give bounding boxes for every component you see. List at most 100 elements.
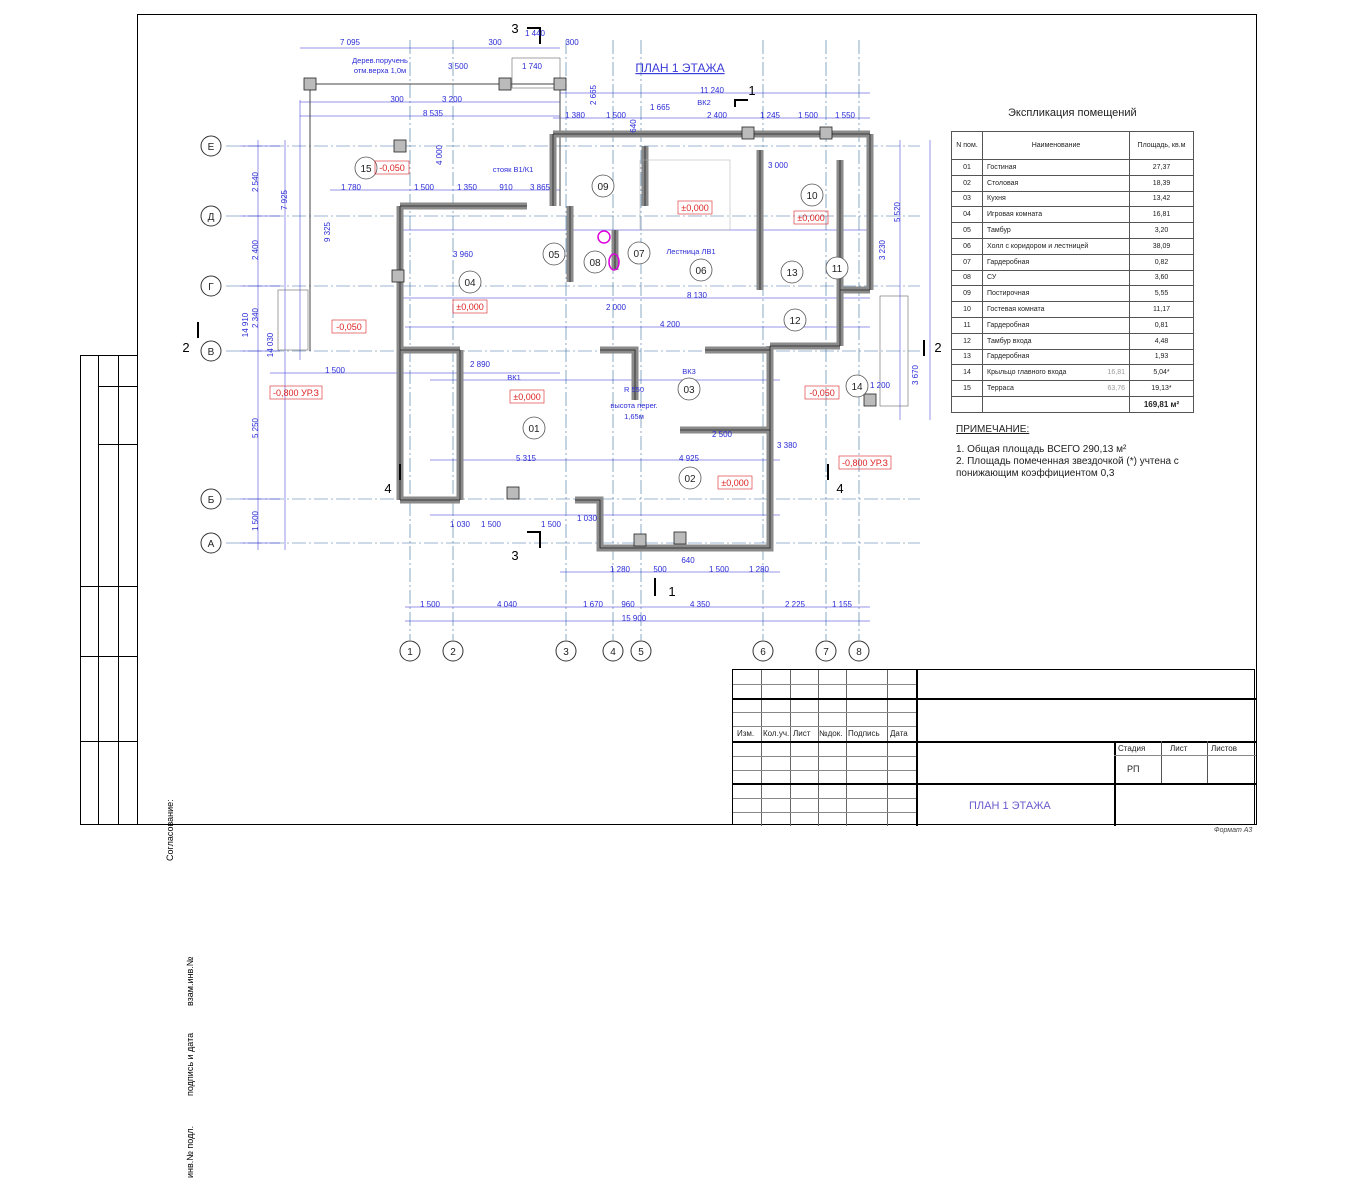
divider: [733, 712, 916, 713]
dimension-label: 1 155: [832, 600, 853, 609]
dimension-label: 1 500: [414, 183, 435, 192]
explication-table: N пом. Наименование Площадь, кв.м 01 Гос…: [951, 131, 1194, 413]
level-box: [717, 475, 753, 490]
divider: [1161, 741, 1162, 783]
annotation: стояк В1/К1: [493, 165, 534, 174]
annotation: Дерев.поручень: [352, 56, 408, 65]
table-row: 05 Тамбур 3,20: [951, 222, 1194, 239]
column: [498, 77, 512, 91]
dimension-label: 7 925: [280, 189, 289, 210]
axis-label: В: [208, 347, 215, 358]
dimension-label: 640: [629, 119, 638, 133]
table-row: 07 Гардеробная 0,82: [951, 253, 1194, 271]
room-area: 27,37: [1129, 159, 1194, 176]
level-mark: ±0,000: [513, 392, 540, 402]
title-block: Изм. Кол.уч. Лист №док. Подпись Дата Ста…: [732, 669, 1256, 826]
room-number: 13: [786, 268, 798, 279]
room-number: 07: [633, 249, 645, 260]
room-num: 07: [951, 253, 983, 271]
axis-label: 5: [638, 647, 644, 658]
divider: [733, 770, 916, 771]
level-box: [793, 210, 829, 225]
column: [863, 393, 877, 407]
room-area: 3,20: [1129, 222, 1194, 239]
room-area: 16,81: [1129, 206, 1194, 224]
tb-col-ndok: №док.: [819, 729, 843, 738]
room-name: Тамбур входа: [982, 332, 1130, 350]
divider: [733, 726, 916, 727]
room-area: 5,55: [1129, 285, 1194, 303]
axis-label: Е: [208, 142, 215, 153]
level-box: [374, 160, 410, 175]
dimension-label: 2 000: [606, 303, 627, 312]
room-num: 09: [951, 285, 983, 303]
column: [819, 126, 833, 140]
dimension-label: 2 340: [251, 307, 260, 328]
table-row: 09 Постирочная 5,55: [951, 285, 1194, 303]
column: [391, 269, 405, 283]
room-bubble: [845, 374, 869, 398]
room-area: 19,13*: [1129, 380, 1194, 397]
note-1: 1. Общая площадь ВСЕГО 290,13 м²: [956, 444, 1127, 455]
dimension-label: 3 000: [768, 161, 789, 170]
room-name: Гостевая комната: [982, 301, 1130, 318]
dimension-label: 300: [565, 38, 579, 47]
section-marker: 2: [934, 340, 941, 355]
divider: [887, 670, 888, 826]
room-bubble: [689, 258, 713, 282]
wall-edge: [575, 499, 771, 549]
dimension-label: 1 350: [457, 183, 478, 192]
section-marker: 1: [668, 584, 675, 599]
room-area: 11,17: [1129, 301, 1194, 318]
divider: [733, 756, 916, 757]
dimension-label: 1 500: [325, 366, 346, 375]
level-mark: ±0,000: [456, 302, 483, 312]
dimension-label: 4 200: [660, 320, 681, 329]
axis-bubble: [555, 640, 577, 662]
annotation: ВК3: [682, 367, 696, 376]
dimension-label: 500: [653, 565, 667, 574]
room-name: Гардеробная: [982, 253, 1130, 271]
level-mark: -0,800 УР.З: [273, 388, 319, 398]
dimension-label: 640: [681, 556, 695, 565]
dimension-label: 2 225: [785, 600, 806, 609]
room-number: 14: [851, 382, 863, 393]
dimension-label: 2 500: [712, 430, 733, 439]
axis-bubble: [200, 532, 222, 554]
room-area: 3,60: [1129, 269, 1194, 287]
table-row: 10 Гостевая комната 11,17: [951, 301, 1194, 318]
tb-col-kol: Кол.уч.: [763, 729, 790, 738]
annotation: отм.верха 1,0м: [354, 66, 406, 75]
dimension-label: 1 500: [420, 600, 441, 609]
level-box: [331, 319, 367, 334]
axis-label: Г: [208, 282, 214, 293]
dimension-label: 1 500: [541, 520, 562, 529]
total-area: 169,81 м²: [1129, 395, 1194, 413]
dimension-label: 8 535: [423, 109, 444, 118]
axis-label: 6: [760, 647, 766, 658]
column: [303, 77, 317, 91]
axis-bubble: [815, 640, 837, 662]
room-num: 14: [951, 364, 983, 382]
room-num: 12: [951, 332, 983, 350]
toilet-fixture: [597, 230, 611, 244]
room-bubble: [677, 377, 701, 401]
dimension-label: 1 665: [650, 103, 671, 112]
dimension-label: 3 200: [442, 95, 463, 104]
section-cut-mark: [527, 531, 541, 548]
level-mark: -0,050: [809, 388, 835, 398]
axis-label: 3: [563, 647, 569, 658]
room-num: 15: [951, 380, 983, 397]
room-name-text: Гардеробная: [987, 258, 1030, 266]
dimension-label: 1 280: [749, 565, 770, 574]
room-num: 04: [951, 206, 983, 224]
room-number: 12: [789, 316, 801, 327]
room-area: 0,82: [1129, 253, 1194, 271]
room-bubble: [780, 260, 804, 284]
explication-title: Экспликация помещений: [1008, 107, 1137, 119]
room-name: Гостиная: [982, 159, 1130, 176]
tb-sheets-header: Листов: [1211, 744, 1237, 753]
room-bubble: [542, 242, 566, 266]
axis-label: 2: [450, 647, 456, 658]
axis-bubble: [399, 640, 421, 662]
